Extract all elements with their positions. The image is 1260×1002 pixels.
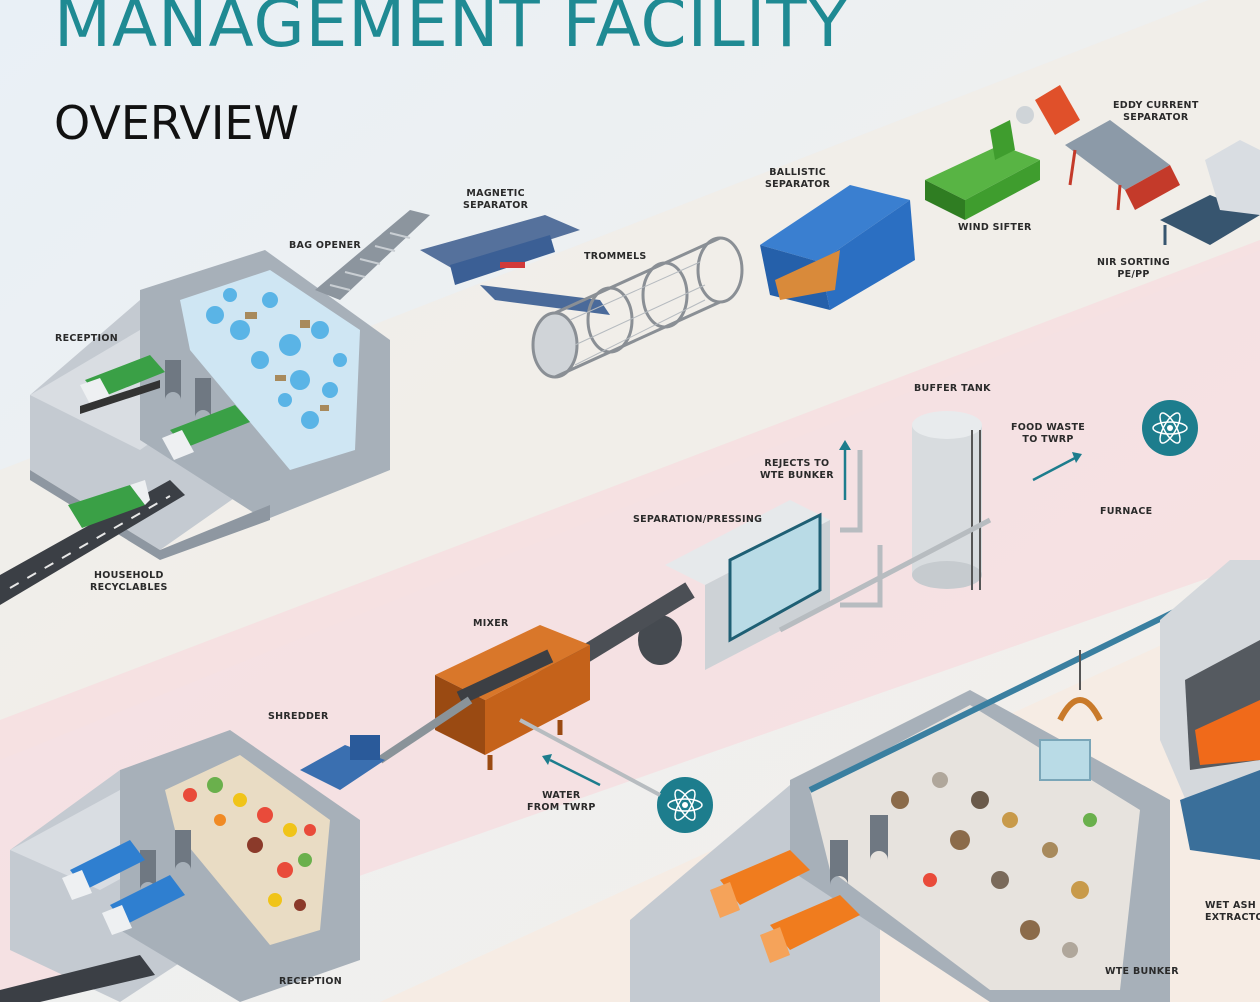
truck-icon	[68, 480, 150, 528]
label-nir-sorting: NIR SORTING PE/PP	[1097, 257, 1170, 280]
truck-icon	[80, 355, 165, 415]
arrow-right-icon	[1032, 452, 1082, 482]
truck-icon	[710, 850, 810, 918]
label-wind-sifter: WIND SIFTER	[958, 222, 1032, 233]
label-shredder: SHREDDER	[268, 711, 329, 722]
page-subtitle: OVERVIEW	[54, 96, 299, 150]
furnace	[1160, 560, 1260, 860]
truck-icon	[760, 895, 860, 963]
label-mixer: MIXER	[473, 618, 509, 629]
label-furnace: FURNACE	[1100, 506, 1153, 517]
wind-sifter	[925, 106, 1040, 220]
label-reception-top: RECEPTION	[55, 333, 118, 344]
atom-icon	[657, 777, 713, 833]
label-food-waste-to-twrp: FOOD WASTE TO TWRP	[1011, 422, 1086, 445]
separation-pressing-unit	[638, 450, 883, 670]
arrow-up-icon	[839, 440, 851, 500]
arrow-left-icon	[542, 754, 601, 787]
atom-icon	[1142, 400, 1198, 456]
grab-crane	[1039, 650, 1103, 781]
label-ballistic-separator: BALLISTIC SEPARATOR	[765, 167, 831, 190]
label-separation-pressing: SEPARATION/PRESSING	[633, 514, 763, 525]
buffer-tank	[912, 411, 982, 590]
label-wet-ash-extractor: WET ASH EXTRACTOR	[1205, 900, 1260, 923]
label-bag-opener: BAG OPENER	[289, 240, 361, 251]
road-top	[0, 480, 185, 605]
nir-sorting	[1160, 140, 1260, 245]
magnetic-separator	[420, 215, 580, 270]
label-wte-bunker: WTE BUNKER	[1105, 966, 1179, 977]
label-magnetic-separator: MAGNETIC SEPARATOR	[463, 188, 529, 211]
reception-building-top	[30, 250, 390, 560]
bag-opener	[315, 210, 430, 300]
label-water-from-twrp: WATER FROM TWRP	[527, 790, 596, 813]
truck-icon	[102, 875, 185, 935]
shredder	[300, 735, 385, 790]
mixer	[435, 625, 590, 770]
truck-icon	[162, 405, 250, 460]
label-rejects-to-wte-bunker: REJECTS TO WTE BUNKER	[760, 458, 834, 481]
eddy-current-separator	[1035, 85, 1180, 211]
label-trommels: TROMMELS	[584, 251, 647, 262]
page-title: MANAGEMENT FACILITY	[54, 0, 849, 62]
ballistic-separator	[760, 185, 915, 310]
label-eddy-current-separator: EDDY CURRENT SEPARATOR	[1113, 100, 1199, 123]
road-bottom	[0, 955, 155, 1002]
label-household-recyclables: HOUSEHOLD RECYCLABLES	[90, 570, 168, 593]
trommels	[531, 236, 744, 379]
truck-icon	[62, 840, 145, 900]
label-reception-bottom: RECEPTION	[279, 976, 342, 987]
reception-building-bottom	[10, 730, 360, 1002]
label-buffer-tank: BUFFER TANK	[914, 383, 991, 394]
